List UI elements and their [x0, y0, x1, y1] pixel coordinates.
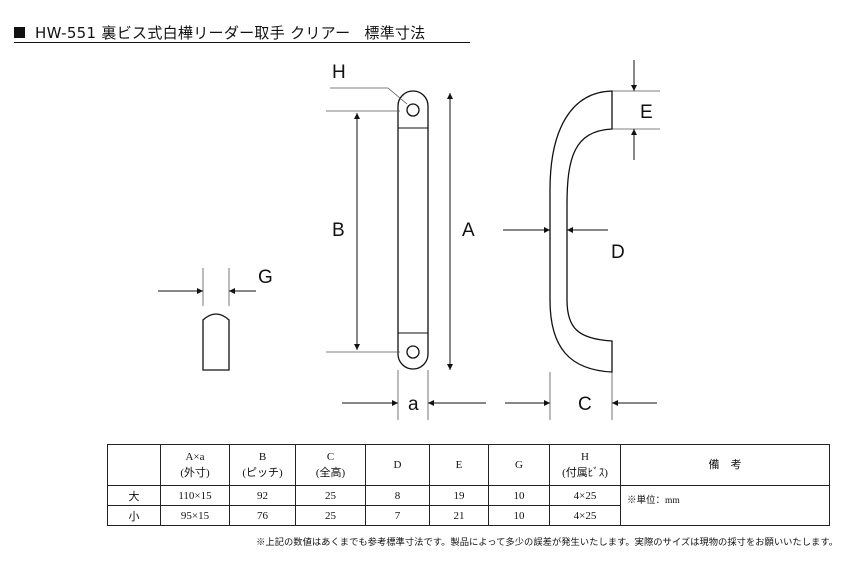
square-bullet-icon [14, 27, 25, 38]
row-size-label: 小 [107, 505, 161, 526]
header-cell-g: G [488, 444, 550, 486]
handle-front-view [397, 90, 429, 370]
table-cell: 95×15 [160, 505, 230, 526]
table-cell: 7 [365, 505, 430, 526]
header-cell-d: D [365, 444, 430, 486]
header-cell-blank [107, 444, 161, 486]
title-underline [14, 42, 470, 43]
page-title: HW-551 裏ビス式白樺リーダー取手 クリアー標準寸法 [14, 22, 426, 43]
table-cell: 25 [295, 485, 366, 506]
table-cell: 8 [365, 485, 430, 506]
extension-lines [202, 87, 660, 420]
dim-label-e: E [640, 102, 653, 123]
dimension-drawing: H B A a G E D C [158, 60, 660, 420]
header-cell-remarks: 備 考 [620, 444, 830, 486]
dim-label-g: G [258, 267, 273, 288]
table-header-row: A×a(外寸) B(ピッチ) C(全高) D E G H(付属ﾋﾞｽ) 備 考 [107, 444, 830, 486]
table-cell: 19 [429, 485, 489, 506]
table-cell: 10 [488, 505, 550, 526]
table-cell: 21 [429, 505, 489, 526]
table-cell: 10 [488, 485, 550, 506]
table-cell: 110×15 [160, 485, 230, 506]
footnote: ※上記の数値はあくまでも参考標準寸法です。製品によって多少の誤差が発生いたします… [256, 538, 838, 548]
row-size-label: 大 [107, 485, 161, 506]
screw-hole-bottom [406, 345, 420, 359]
dim-label-h: H [332, 62, 346, 83]
title-subtitle: 標準寸法 [364, 24, 426, 42]
table-cell: 76 [229, 505, 296, 526]
handle-side-view [549, 90, 613, 373]
table-cell: 4×25 [549, 505, 621, 526]
header-cell-screw: H(付属ﾋﾞｽ) [549, 444, 621, 486]
spec-table: A×a(外寸) B(ピッチ) C(全高) D E G H(付属ﾋﾞｽ) 備 考 … [107, 444, 830, 526]
header-cell-size: A×a(外寸) [160, 444, 230, 486]
screw-hole-top [406, 103, 420, 117]
table-cell: 4×25 [549, 485, 621, 506]
dim-label-d: D [611, 242, 625, 263]
header-cell-e: E [429, 444, 489, 486]
remarks-note: ※単位：mm [620, 485, 830, 526]
header-cell-pitch: B(ピッチ) [229, 444, 296, 486]
header-cell-height: C(全高) [295, 444, 366, 486]
dim-label-a-small: a [408, 394, 419, 415]
table-row: 大 110×15 92 25 8 19 10 4×25 ※単位：mm [107, 485, 830, 526]
table-cell: 25 [295, 505, 366, 526]
dim-label-a: A [462, 220, 475, 241]
handle-cross-section [202, 313, 230, 371]
dimension-lines [158, 60, 657, 406]
table-cell: 92 [229, 485, 296, 506]
table-row: 小 95×15 76 25 7 21 10 4×25 [107, 505, 830, 526]
dim-label-b: B [332, 220, 345, 241]
dim-label-c: C [578, 394, 592, 415]
title-text: HW-551 裏ビス式白樺リーダー取手 クリアー [35, 24, 351, 42]
